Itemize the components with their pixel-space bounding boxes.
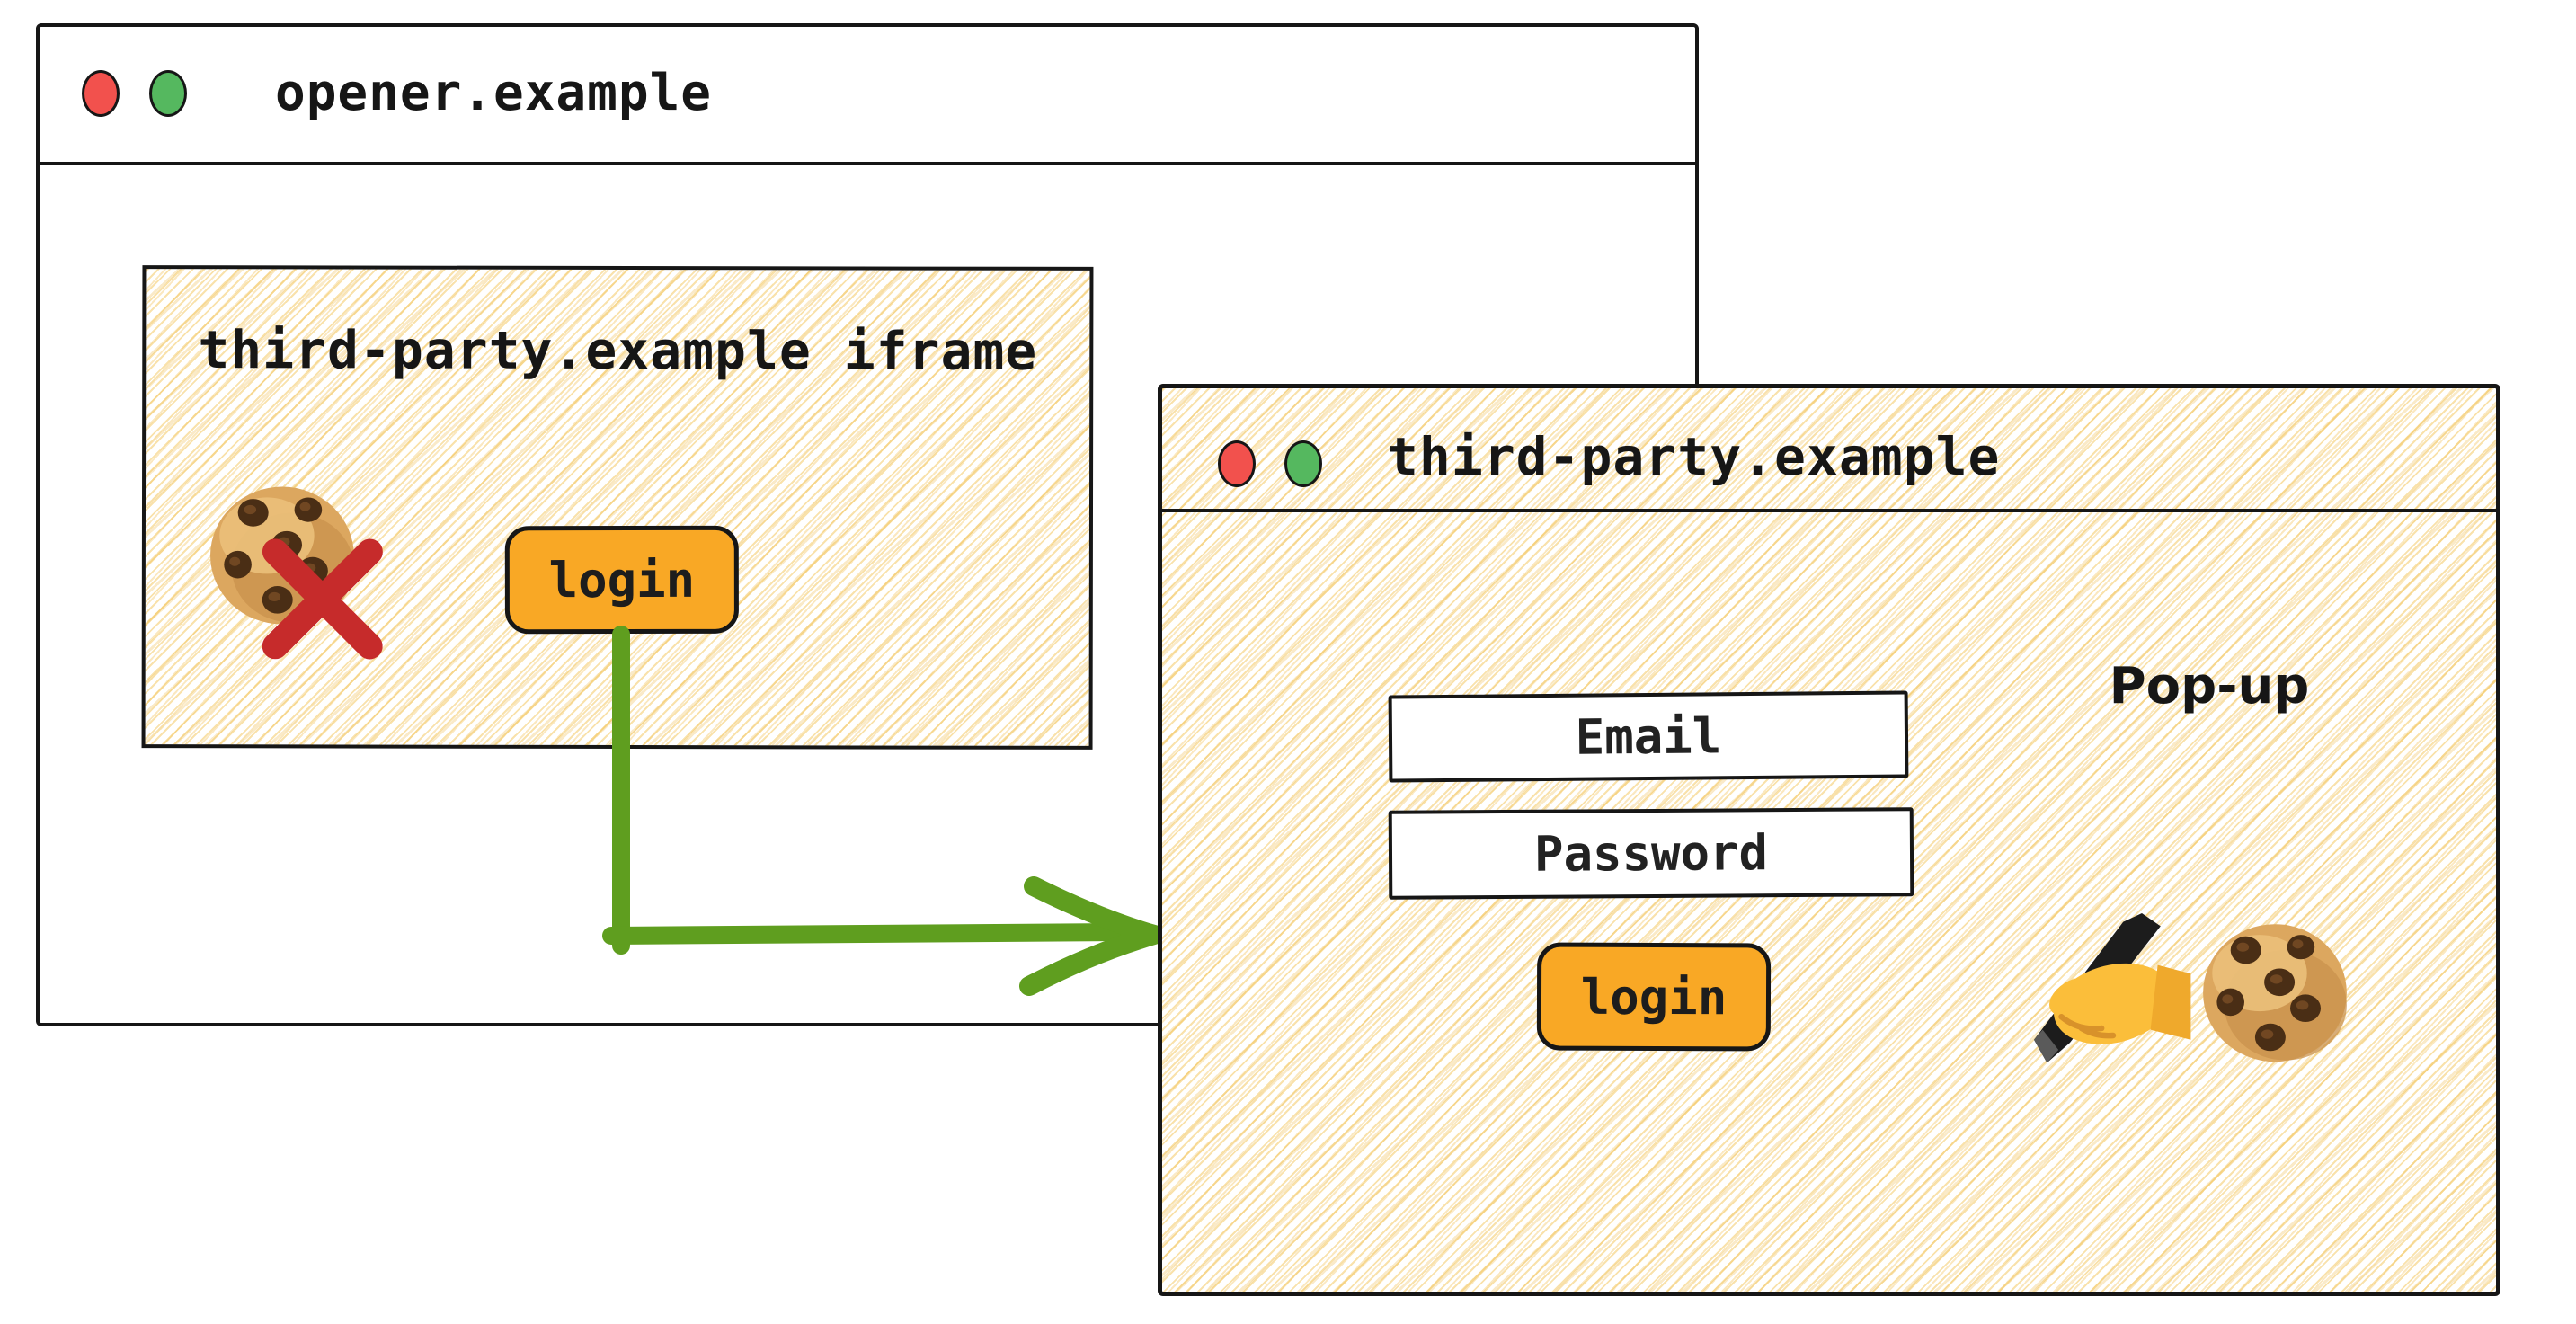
opener-titlebar: opener.example [40,27,1695,165]
popup-titlebar: third-party.example [1162,388,2496,512]
email-input[interactable]: Email [1388,690,1909,783]
popup-window: third-party.example Email Password login… [1158,384,2500,1296]
blocked-cross-icon [262,538,383,660]
opener-window-title: opener.example [275,64,713,122]
minimize-traffic-light-icon[interactable] [1284,440,1322,487]
iframe-login-button[interactable]: login [504,525,739,635]
writing-hand-icon [2018,913,2194,1071]
popup-annotation-label: Pop-up [2109,657,2310,715]
close-traffic-light-icon[interactable] [82,70,120,117]
popup-window-title: third-party.example [1387,426,2001,487]
password-input[interactable]: Password [1388,807,1914,900]
minimize-traffic-light-icon[interactable] [149,70,187,117]
popup-login-button[interactable]: login [1536,942,1772,1052]
cookie-icon [2203,924,2347,1062]
third-party-iframe: third-party.example iframe login [141,265,1094,750]
iframe-title: third-party.example iframe [198,319,1038,382]
close-traffic-light-icon[interactable] [1218,440,1256,487]
